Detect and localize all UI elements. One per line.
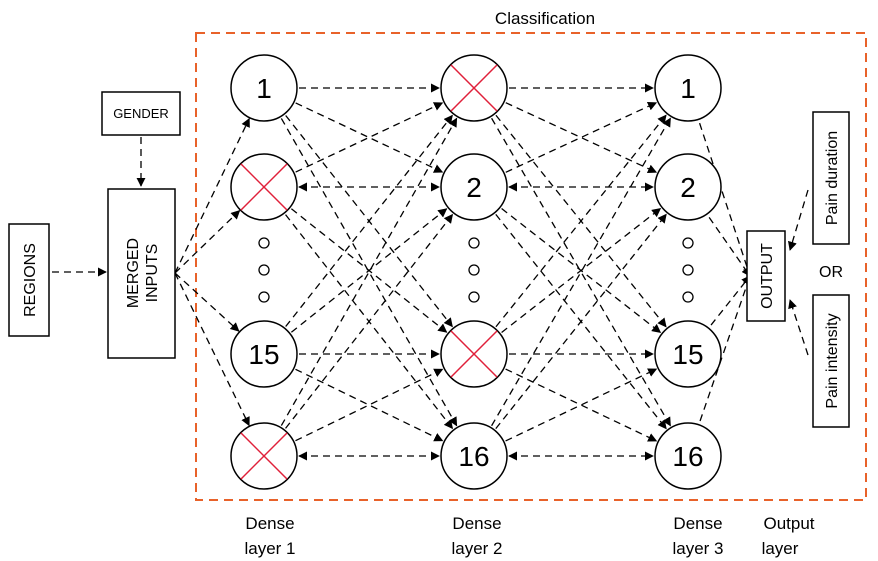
layer2-node: 16 xyxy=(440,422,508,490)
node-label: 2 xyxy=(680,172,696,203)
dense-edge xyxy=(495,213,667,430)
pain-intensity-box: Pain intensity xyxy=(812,294,850,428)
merged-to-layer1-edge xyxy=(174,117,250,274)
gender-label: GENDER xyxy=(113,106,169,121)
layer2-label-line2: layer 2 xyxy=(451,539,502,558)
ellipsis-dot xyxy=(682,237,694,249)
layer3-node: 2 xyxy=(654,153,722,221)
merged-label-line1: MERGED xyxy=(125,238,142,308)
node-label: 2 xyxy=(466,172,482,203)
layer2-node: 2 xyxy=(440,153,508,221)
dense-edge xyxy=(501,207,662,333)
dense-edge xyxy=(295,368,444,442)
ellipsis-dot xyxy=(258,291,270,303)
dense-edge xyxy=(505,368,658,442)
ellipsis-dot xyxy=(468,237,480,249)
dropout-cross xyxy=(450,330,498,378)
layer1-label-line2: layer 1 xyxy=(244,539,295,558)
dense-edge xyxy=(495,114,667,328)
layer-nodes: 1 15 2 16 1 2 15 16 xyxy=(230,54,722,490)
layer3-label-line2: layer 3 xyxy=(672,539,723,558)
node-label: 16 xyxy=(672,441,703,472)
ellipsis-dot xyxy=(258,237,270,249)
pain-intensity-label: Pain intensity xyxy=(824,313,841,408)
merged-to-layer1-edge xyxy=(174,272,250,427)
layer1-node: 1 xyxy=(230,54,298,122)
layer3-node: 1 xyxy=(654,54,722,122)
merged-inputs: MERGED INPUTS xyxy=(107,188,176,359)
dense-edge xyxy=(295,368,444,442)
regions-input: REGIONS xyxy=(8,223,50,337)
pain-duration-label: Pain duration xyxy=(824,131,841,225)
layer2-label-line1: Dense xyxy=(452,514,501,533)
dropout-cross xyxy=(240,163,288,211)
ellipsis-dots xyxy=(258,237,694,303)
gender-input: GENDER xyxy=(101,91,181,136)
dense-edge xyxy=(505,368,658,442)
classification-title: Classification xyxy=(495,9,595,28)
layer3-node: 16 xyxy=(654,422,722,490)
node-label: 1 xyxy=(680,73,696,104)
layer3-node: 15 xyxy=(654,320,722,388)
dense-edge xyxy=(290,208,448,333)
layer3-to-output-edge xyxy=(708,216,751,277)
node-label: 15 xyxy=(672,339,703,370)
dense-edge xyxy=(285,213,454,429)
dense-edge xyxy=(505,102,658,173)
output-layer-label-line2: layer xyxy=(762,539,799,558)
ellipsis-dot xyxy=(468,291,480,303)
merged-label-line2: INPUTS xyxy=(144,244,161,303)
pain-duration-box: Pain duration xyxy=(812,111,850,245)
layer1-node xyxy=(230,153,298,221)
layer3-to-output-edge xyxy=(698,122,752,277)
ellipsis-dot xyxy=(682,264,694,276)
dense-edge xyxy=(280,117,458,426)
layer1-node xyxy=(230,422,298,490)
node-label: 1 xyxy=(256,73,272,104)
dense-edge xyxy=(285,114,453,327)
dense-edge xyxy=(295,102,444,173)
layer3-to-output-edge xyxy=(699,275,752,422)
merged-to-layer1-edge xyxy=(174,209,241,274)
ellipsis-dot xyxy=(682,291,694,303)
node-label: 16 xyxy=(458,441,489,472)
layer2-node xyxy=(440,54,508,122)
dense-edge xyxy=(280,118,458,427)
ellipsis-dot xyxy=(258,264,270,276)
merged-to-layer1-edge xyxy=(174,272,240,332)
output-box-label: OUTPUT xyxy=(759,243,776,309)
layer3-label-line1: Dense xyxy=(673,514,722,533)
output-pain-intensity-edge xyxy=(788,299,809,356)
or-label: OR xyxy=(819,264,843,281)
output-box: OUTPUT xyxy=(746,230,786,322)
dropout-cross xyxy=(240,432,288,480)
regions-label: REGIONS xyxy=(22,243,39,317)
dense-edge xyxy=(505,102,658,173)
output-layer-label-line1: Output xyxy=(763,514,814,533)
classification-frame xyxy=(195,32,867,501)
output-pain-duration-edge xyxy=(787,189,809,251)
layer2-node xyxy=(440,320,508,388)
dropout-cross xyxy=(450,64,498,112)
node-label: 15 xyxy=(248,339,279,370)
connections xyxy=(52,83,809,461)
layer1-label-line1: Dense xyxy=(245,514,294,533)
layer3-to-output-edge xyxy=(710,275,751,326)
dense-edge xyxy=(295,102,444,173)
layer1-node: 15 xyxy=(230,320,298,388)
ellipsis-dot xyxy=(468,264,480,276)
